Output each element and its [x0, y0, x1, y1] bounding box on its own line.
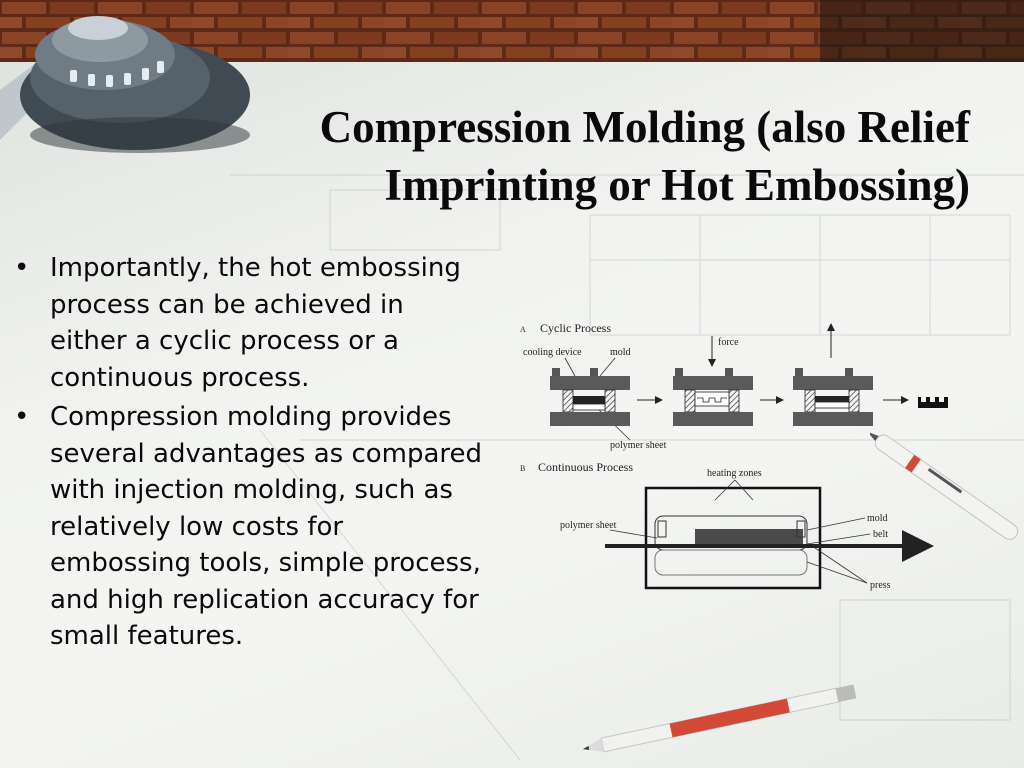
continuous-press [605, 486, 934, 590]
embossed-part [918, 397, 948, 408]
bullet-item: • Compression molding provides several a… [14, 399, 484, 655]
bullet-text: Importantly, the hot embossing process c… [50, 253, 461, 393]
mold-label-cyclic: mold [610, 347, 631, 358]
section-a-letter: A [520, 325, 526, 334]
bullet-text: Compression molding provides several adv… [50, 402, 483, 651]
bullet-marker: • [14, 253, 30, 283]
cyclic-process-title: Cyclic Process [540, 321, 611, 335]
pencil-image [582, 684, 857, 753]
heating-zones-label: heating zones [707, 468, 762, 479]
title-line-1: Compression Molding (also Relief [319, 102, 970, 152]
polymer-sheet-label-cyclic: polymer sheet [610, 440, 667, 451]
slide-title: Compression Molding (also Relief Imprint… [200, 98, 970, 214]
hot-embossing-process-diagram: A Cyclic Process cooling device mold for… [520, 321, 948, 591]
section-b-letter: B [520, 464, 525, 473]
cyclic-press-stage-3 [793, 323, 873, 426]
continuous-process-title: Continuous Process [538, 460, 633, 474]
bullet-marker: • [14, 402, 30, 432]
desk-lamp-image [0, 16, 250, 153]
belt-label: belt [873, 529, 888, 540]
mold-label-continuous: mold [867, 513, 888, 524]
cooling-device-label: cooling device [523, 347, 582, 358]
force-label: force [718, 337, 739, 348]
bullet-list: • Importantly, the hot embossing process… [14, 250, 484, 658]
bullet-item: • Importantly, the hot embossing process… [14, 250, 484, 396]
title-line-2: Imprinting or Hot Embossing) [384, 160, 970, 210]
pen-image [870, 431, 1019, 540]
polymer-sheet-label-continuous: polymer sheet [560, 520, 617, 531]
cyclic-press-stage-1 [550, 368, 630, 426]
press-label: press [870, 580, 891, 591]
cyclic-press-stage-2 [673, 336, 753, 426]
